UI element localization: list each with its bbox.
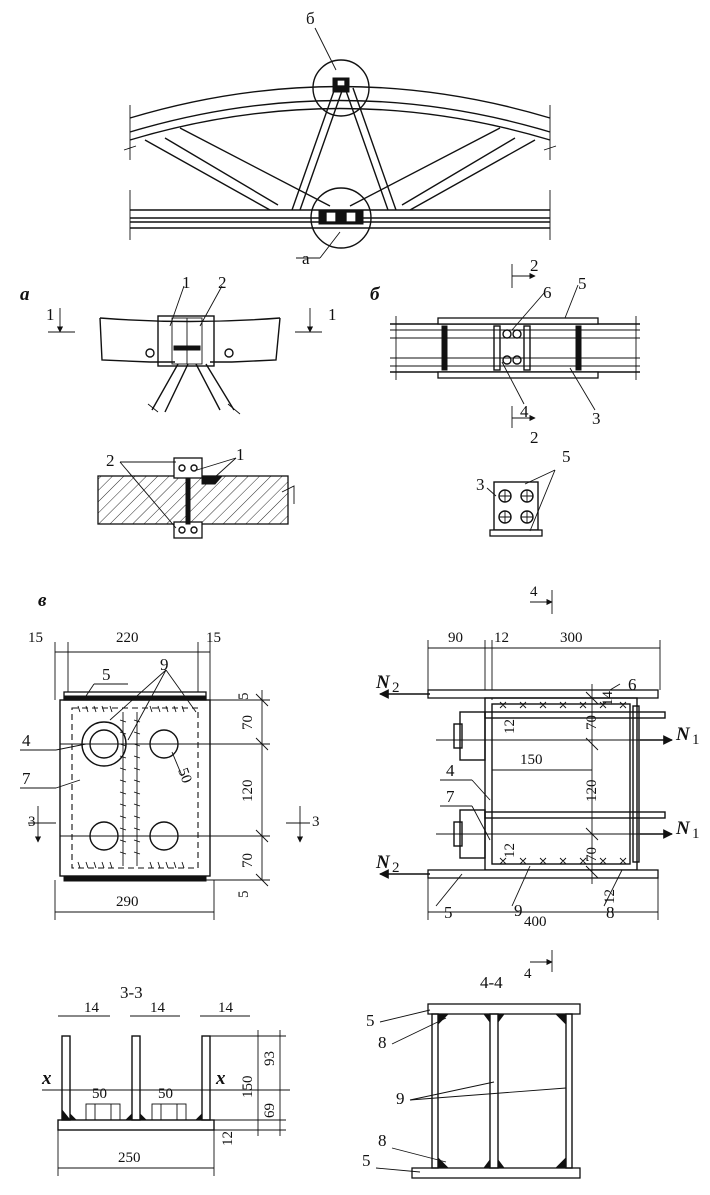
dim-400: 400 bbox=[524, 914, 547, 930]
force-n2-bottom-sub: 2 bbox=[392, 860, 400, 876]
dim-150-sec33: 150 bbox=[240, 1076, 256, 1099]
item-5-side: 5 bbox=[444, 903, 453, 922]
axis-x-right: x bbox=[215, 1068, 226, 1089]
item-5-v: 5 bbox=[102, 665, 111, 684]
dim-50-b: 50 bbox=[158, 1086, 173, 1102]
callout-top-label: б bbox=[306, 9, 315, 28]
section-3-right: 3 bbox=[312, 814, 320, 830]
section-4-4-label: 4-4 bbox=[480, 973, 503, 992]
callout-bottom-label: а bbox=[302, 249, 310, 268]
section-4-top: 4 bbox=[530, 584, 538, 600]
dim-120: 120 bbox=[240, 780, 256, 803]
view-a: а 1 1 1 2 bbox=[20, 273, 337, 415]
truss-overview: б а bbox=[123, 9, 557, 268]
dim-90: 90 bbox=[448, 630, 463, 646]
item-8-sec44-bottom: 8 bbox=[378, 1131, 387, 1150]
force-n1-bottom: N bbox=[675, 818, 691, 839]
dim-12-top: 12 bbox=[494, 630, 509, 646]
dim-15-left: 15 bbox=[28, 630, 43, 646]
section-3-3: 3-3 14 14 14 50 50 x x 150 93 69 12 bbox=[41, 983, 290, 1176]
item-8-sec44-top: 8 bbox=[378, 1033, 387, 1052]
dim-70-side-bottom: 70 bbox=[584, 847, 600, 862]
section-4-bottom: 4 bbox=[524, 966, 532, 982]
dim-14: 14 bbox=[600, 691, 616, 707]
dim-150: 150 bbox=[520, 752, 543, 768]
dim-220: 220 bbox=[116, 630, 139, 646]
force-n1-top-sub: 1 bbox=[692, 732, 700, 748]
item-5-sec44-bottom: 5 bbox=[362, 1151, 371, 1170]
dim-15-right: 15 bbox=[206, 630, 221, 646]
item-5-sec44-top: 5 bbox=[366, 1011, 375, 1030]
item-6-b: 6 bbox=[543, 283, 552, 302]
item-1-sec11: 1 bbox=[236, 445, 245, 464]
item-4-side: 4 bbox=[446, 761, 455, 780]
dim-12-left-bottom: 12 bbox=[502, 843, 518, 858]
dim-120-side: 120 bbox=[584, 780, 600, 803]
dim-12-side-bottom: 12 bbox=[602, 889, 618, 904]
dim-290: 290 bbox=[116, 894, 139, 910]
item-9-sec44: 9 bbox=[396, 1089, 405, 1108]
item-6-side: 6 bbox=[628, 675, 637, 694]
view-b-label: б bbox=[370, 284, 381, 305]
view-a-label: а bbox=[20, 284, 30, 305]
dim-69: 69 bbox=[262, 1103, 278, 1118]
section-1-right: 1 bbox=[328, 305, 337, 324]
force-n1-bottom-sub: 1 bbox=[692, 826, 700, 842]
item-5-b: 5 bbox=[578, 274, 587, 293]
dim-5-top: 5 bbox=[236, 693, 252, 701]
force-n2-bottom: N bbox=[375, 852, 391, 873]
section-2-2: 5 3 bbox=[476, 447, 571, 537]
item-7-side: 7 bbox=[446, 787, 455, 806]
dim-50-hole: 50 bbox=[174, 766, 194, 786]
view-v-front: в 15 220 15 5 70 bbox=[20, 590, 320, 920]
force-n2-top-sub: 2 bbox=[392, 680, 400, 696]
axis-x-left: x bbox=[41, 1068, 52, 1089]
section-4-4: 4-4 5 8 9 8 5 bbox=[362, 973, 581, 1179]
dim-250: 250 bbox=[118, 1150, 141, 1166]
dim-70-side-top: 70 bbox=[584, 715, 600, 730]
view-v-label: в bbox=[38, 590, 47, 611]
force-n2-top: N bbox=[375, 672, 391, 693]
view-b: б 2 2 6 5 4 3 bbox=[370, 256, 640, 447]
item-8-side: 8 bbox=[606, 903, 615, 922]
item-9-side: 9 bbox=[514, 901, 523, 920]
item-4-b: 4 bbox=[520, 402, 529, 421]
section-3-3-label: 3-3 bbox=[120, 983, 143, 1002]
item-7-v: 7 bbox=[22, 769, 31, 788]
section-2-bottom: 2 bbox=[530, 428, 539, 447]
item-9-v: 9 bbox=[160, 655, 169, 674]
item-2-a: 2 bbox=[218, 273, 227, 292]
dim-14-c: 14 bbox=[218, 1000, 234, 1016]
force-n1-top: N bbox=[675, 724, 691, 745]
section-2-top: 2 bbox=[530, 256, 539, 275]
item-3-sec22: 3 bbox=[476, 475, 485, 494]
section-3-left: 3 bbox=[28, 814, 36, 830]
dim-50-a: 50 bbox=[92, 1086, 107, 1102]
dim-93: 93 bbox=[262, 1051, 278, 1066]
dim-12-left-top: 12 bbox=[502, 719, 518, 734]
dim-70-bottom: 70 bbox=[240, 853, 256, 868]
section-1-1: 2 1 bbox=[97, 445, 295, 539]
item-4-v: 4 bbox=[22, 731, 31, 750]
section-1-left: 1 bbox=[46, 305, 55, 324]
item-3-b: 3 bbox=[592, 409, 601, 428]
dim-14-a: 14 bbox=[84, 1000, 100, 1016]
dim-14-b: 14 bbox=[150, 1000, 166, 1016]
item-5-sec22: 5 bbox=[562, 447, 571, 466]
item-1-a: 1 bbox=[182, 273, 191, 292]
item-2-sec11: 2 bbox=[106, 451, 115, 470]
dim-70-top: 70 bbox=[240, 715, 256, 730]
dim-5-bottom: 5 bbox=[236, 891, 252, 899]
dim-300: 300 bbox=[560, 630, 583, 646]
dim-12-sec33: 12 bbox=[220, 1131, 236, 1146]
view-v-side: 4 4 90 12 300 14 70 bbox=[375, 584, 700, 982]
